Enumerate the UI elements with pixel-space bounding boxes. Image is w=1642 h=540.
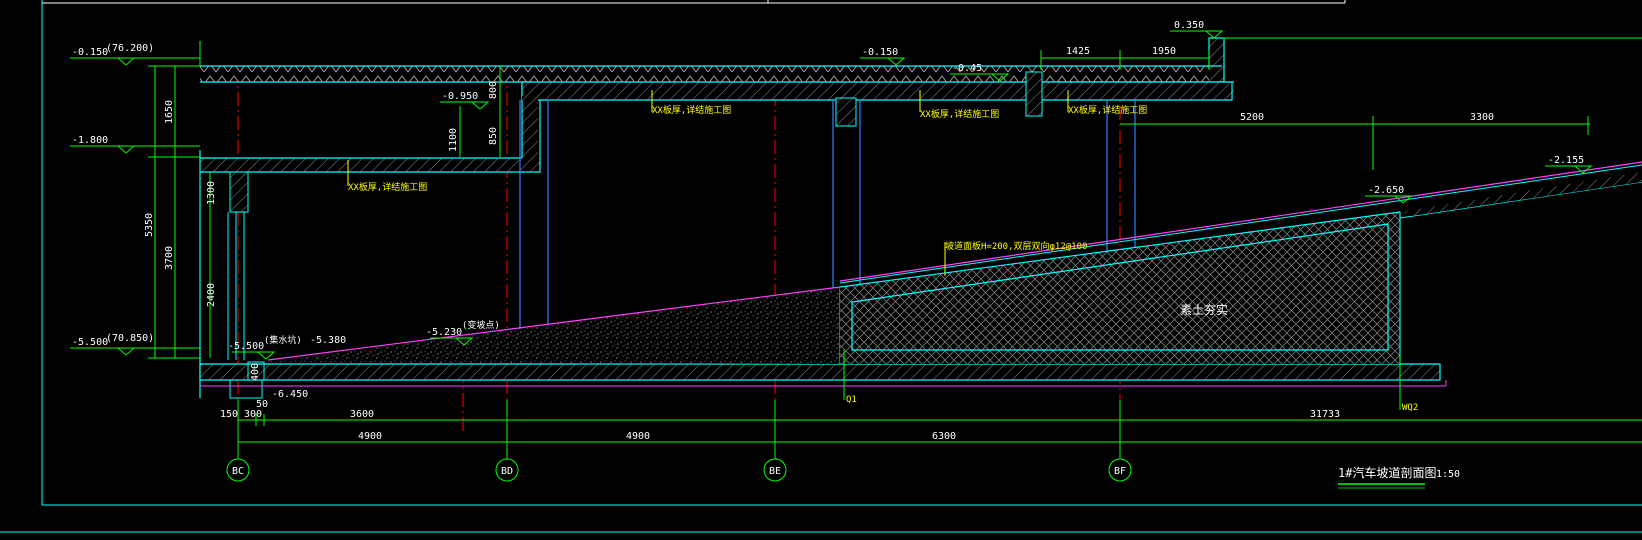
wall-label-wq2: WQ2 <box>1402 403 1418 413</box>
elev-top-left-abs: (76.200) <box>106 43 154 54</box>
dim-v-400: 400 <box>250 363 261 381</box>
dim-h-4900b: 4900 <box>626 431 650 442</box>
mid-slab <box>199 96 541 398</box>
elev-ramp-low2-note: (变坡点) <box>462 319 500 331</box>
drawing-title: 1#汽车坡道剖面图 1:50 <box>1338 465 1460 489</box>
dim-h-50: 50 <box>256 399 268 410</box>
elev-roof-mid: -0.150 <box>862 47 898 58</box>
axis-bubble-bd: BD <box>495 458 519 482</box>
ramp-concrete <box>267 286 841 364</box>
dim-v-1100: 1100 <box>448 128 459 152</box>
elevation-markers <box>116 30 1593 360</box>
bottom-slab <box>199 361 1447 399</box>
elev-roof-right: 0.350 <box>1174 20 1204 31</box>
dim-h-1425: 1425 <box>1066 46 1090 57</box>
wall-label-q1: Q1 <box>846 395 857 405</box>
annotation-leaders <box>347 90 1069 276</box>
axis-label-be: BE <box>769 466 781 477</box>
dim-v-upper: 1650 <box>164 100 175 124</box>
axis-bubble-be: BE <box>763 458 787 482</box>
axis-label-bd: BD <box>501 466 513 477</box>
elev-step: -0.950 <box>442 91 478 102</box>
elev-top-left: -0.150 <box>72 47 108 58</box>
elev-ramp-low2: -5.230 <box>426 327 462 338</box>
columns <box>519 100 1136 345</box>
note-slab-3: XX板厚,详结施工图 <box>920 108 999 120</box>
elev-bottom-left-abs: (70.850) <box>106 333 154 344</box>
dim-h-31733: 31733 <box>1310 409 1340 420</box>
dim-h-4900a: 4900 <box>358 431 382 442</box>
dim-v-800: 800 <box>488 81 499 99</box>
dim-v-850: 850 <box>488 127 499 145</box>
dim-h-5200: 5200 <box>1240 112 1264 123</box>
dim-h-3300: 3300 <box>1470 112 1494 123</box>
axis-bubbles: BC BD BE BF <box>226 458 1132 482</box>
elev-ramp-right: -2.155 <box>1548 155 1584 166</box>
elevation-labels: -0.150 (76.200) -1.800 -5.500 (70.850) -… <box>72 20 1584 400</box>
dim-v-total: 5350 <box>144 213 155 237</box>
earth-fill <box>839 161 1642 364</box>
elev-mid-left: -1.800 <box>72 135 108 146</box>
dimension-lines <box>70 37 1642 460</box>
elev-pit-left: -5.500 <box>228 341 264 352</box>
dim-h-6300: 6300 <box>932 431 956 442</box>
dim-h-300: 300 <box>244 409 262 420</box>
axis-label-bc: BC <box>232 466 244 477</box>
elev-pit-left-note: (集水坑) <box>264 334 302 346</box>
annotation-notes: XX板厚,详结施工图 XX板厚,详结施工图 XX板厚,详结施工图 XX板厚,详结… <box>348 104 1418 413</box>
dim-h-3600: 3600 <box>350 409 374 420</box>
note-slab-2: XX板厚,详结施工图 <box>652 104 731 116</box>
elev-ramp-low: -5.380 <box>310 335 346 346</box>
drawing-title-scale: 1:50 <box>1436 469 1460 480</box>
note-slab-1: XX板厚,详结施工图 <box>348 181 427 193</box>
roof-slab <box>200 37 1234 127</box>
note-slab-4: XX板厚,详结施工图 <box>1068 104 1147 116</box>
axis-label-bf: BF <box>1114 466 1126 477</box>
elev-roof-beam: -0.45 <box>952 63 982 74</box>
elev-ramp-mid: -2.650 <box>1368 185 1404 196</box>
dimension-texts: 5350 1650 3700 1300 2400 800 1100 850 40… <box>144 46 1494 442</box>
note-fill: 素土夯实 <box>1180 302 1228 317</box>
drawing-title-name: 1#汽车坡道剖面图 <box>1338 465 1436 480</box>
elev-bottom-left: -5.500 <box>72 337 108 348</box>
dim-v-1300: 1300 <box>206 181 217 205</box>
axis-bubble-bc: BC <box>226 458 250 482</box>
axis-bubble-bf: BF <box>1108 458 1132 482</box>
elev-pit-bottom: -6.450 <box>272 389 308 400</box>
dim-h-150: 150 <box>220 409 238 420</box>
dim-v-2400: 2400 <box>206 283 217 307</box>
dim-h-1950: 1950 <box>1152 46 1176 57</box>
dim-v-lower: 3700 <box>164 246 175 270</box>
note-ramp-slab: 坡道面板H=200,双层双向φ12@100 <box>945 240 1087 252</box>
